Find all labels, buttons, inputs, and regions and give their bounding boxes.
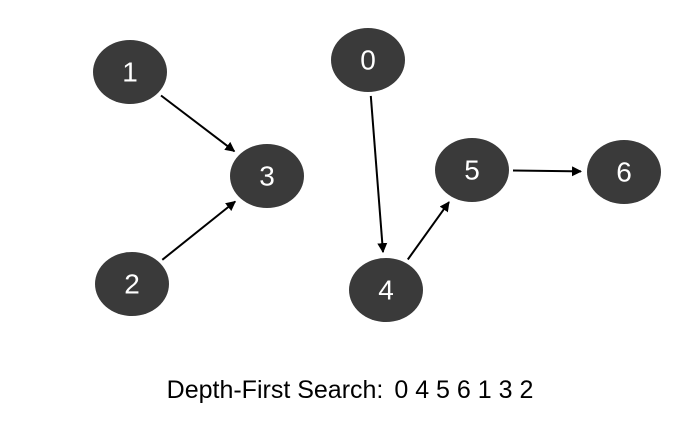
node-4: 4 bbox=[349, 258, 423, 322]
node-6: 6 bbox=[587, 140, 661, 204]
node-label: 5 bbox=[464, 155, 480, 186]
node-circle bbox=[95, 252, 169, 316]
dfs-caption-label: Depth-First Search: bbox=[166, 376, 384, 404]
edge-1-to-3 bbox=[160, 94, 236, 153]
node-circle bbox=[349, 258, 423, 322]
node-5: 5 bbox=[435, 138, 509, 202]
node-label: 3 bbox=[259, 161, 275, 192]
node-0: 0 bbox=[331, 28, 405, 92]
node-label: 0 bbox=[360, 45, 376, 76]
node-circle bbox=[331, 28, 405, 92]
node-1: 1 bbox=[93, 40, 167, 104]
node-3: 3 bbox=[230, 144, 304, 208]
node-circle bbox=[435, 138, 509, 202]
nodes-layer: 1 2 3 0 4 5 6 bbox=[93, 28, 661, 322]
node-circle bbox=[587, 140, 661, 204]
node-label: 2 bbox=[124, 269, 140, 300]
edge-2-to-3 bbox=[161, 200, 236, 261]
node-2: 2 bbox=[95, 252, 169, 316]
edge-0-to-4 bbox=[369, 95, 388, 254]
node-label: 6 bbox=[616, 157, 632, 188]
node-circle bbox=[230, 144, 304, 208]
dfs-caption: Depth-First Search: 0 4 5 6 1 3 2 bbox=[0, 376, 700, 405]
dfs-caption-order: 0 4 5 6 1 3 2 bbox=[394, 376, 534, 404]
node-label: 4 bbox=[378, 275, 394, 306]
edges-layer bbox=[160, 94, 582, 261]
edge-4-to-5 bbox=[406, 201, 450, 261]
node-circle bbox=[93, 40, 167, 104]
node-label: 1 bbox=[122, 57, 138, 88]
edge-5-to-6 bbox=[512, 166, 582, 177]
